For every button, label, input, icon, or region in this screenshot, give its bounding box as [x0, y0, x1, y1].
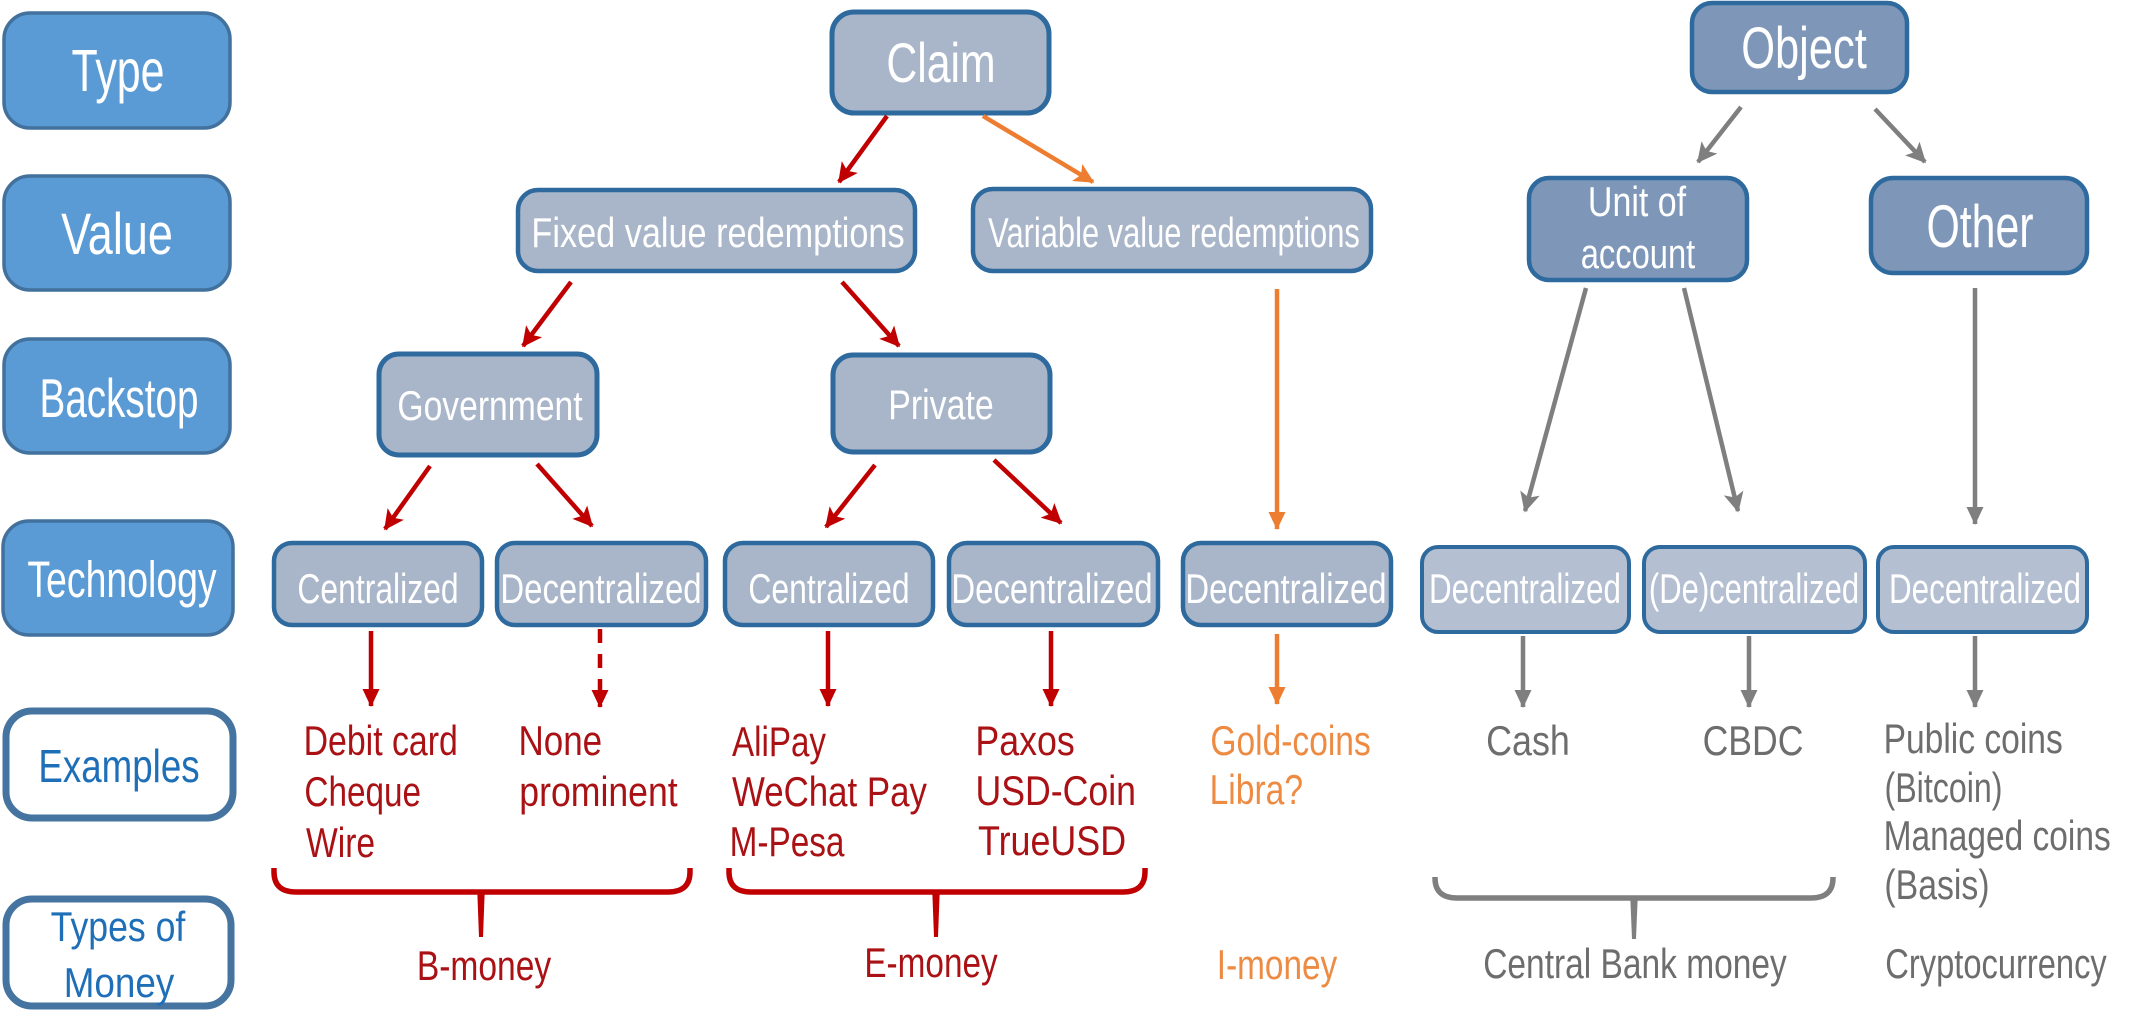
svg-text:Wire: Wire	[306, 821, 375, 867]
svg-text:Libra?: Libra?	[1210, 768, 1303, 814]
svg-text:Other: Other	[1926, 194, 2033, 261]
svg-text:Cheque: Cheque	[304, 769, 421, 816]
svg-text:USD-Coin: USD-Coin	[976, 768, 1137, 814]
svg-text:Government: Government	[397, 384, 583, 430]
svg-text:Cash: Cash	[1486, 718, 1570, 764]
svg-text:I-money: I-money	[1217, 942, 1337, 989]
svg-text:Types of: Types of	[51, 904, 186, 950]
svg-text:Technology: Technology	[27, 553, 217, 609]
svg-text:Cryptocurrency: Cryptocurrency	[1885, 940, 2107, 987]
svg-text:Managed coins: Managed coins	[1884, 814, 2111, 860]
svg-text:AliPay: AliPay	[732, 719, 826, 766]
svg-text:Type: Type	[71, 37, 164, 103]
svg-text:(Bitcoin): (Bitcoin)	[1885, 764, 2003, 811]
svg-text:Private: Private	[888, 382, 993, 429]
svg-text:Examples: Examples	[38, 740, 199, 792]
svg-text:Decentralized: Decentralized	[1889, 564, 2081, 612]
svg-text:prominent: prominent	[519, 769, 678, 815]
svg-text:Decentralized: Decentralized	[951, 565, 1152, 612]
svg-text:(Basis): (Basis)	[1884, 862, 1989, 909]
svg-text:Centralized: Centralized	[748, 565, 909, 612]
svg-text:None: None	[519, 718, 603, 765]
svg-text:Debit card: Debit card	[304, 718, 458, 765]
svg-text:Decentralized: Decentralized	[1185, 565, 1386, 612]
svg-text:CBDC: CBDC	[1703, 718, 1804, 764]
svg-text:TrueUSD: TrueUSD	[978, 818, 1126, 864]
svg-text:E-money: E-money	[864, 940, 997, 987]
svg-text:Unit of: Unit of	[1588, 179, 1686, 226]
svg-text:Money: Money	[64, 960, 175, 1007]
svg-text:Value: Value	[61, 201, 173, 266]
svg-text:WeChat Pay: WeChat Pay	[732, 769, 928, 816]
svg-text:(De)centralized: (De)centralized	[1649, 565, 1859, 612]
svg-text:Public coins: Public coins	[1884, 717, 2063, 763]
svg-text:Centralized: Centralized	[297, 565, 458, 612]
svg-text:Fixed value redemptions: Fixed value redemptions	[531, 210, 904, 257]
svg-text:Central Bank money: Central Bank money	[1483, 942, 1787, 988]
svg-text:Decentralized: Decentralized	[500, 565, 701, 612]
svg-text:Backstop: Backstop	[40, 368, 199, 429]
svg-text:Decentralized: Decentralized	[1429, 564, 1621, 612]
svg-text:account: account	[1581, 230, 1696, 277]
svg-text:Object: Object	[1741, 16, 1867, 81]
svg-text:Paxos: Paxos	[975, 718, 1074, 764]
svg-text:B-money: B-money	[417, 944, 551, 990]
svg-text:M-Pesa: M-Pesa	[730, 819, 846, 866]
svg-text:Gold-coins: Gold-coins	[1210, 719, 1370, 765]
svg-text:Claim: Claim	[886, 31, 995, 94]
svg-text:Variable value redemptions: Variable value redemptions	[988, 209, 1360, 256]
